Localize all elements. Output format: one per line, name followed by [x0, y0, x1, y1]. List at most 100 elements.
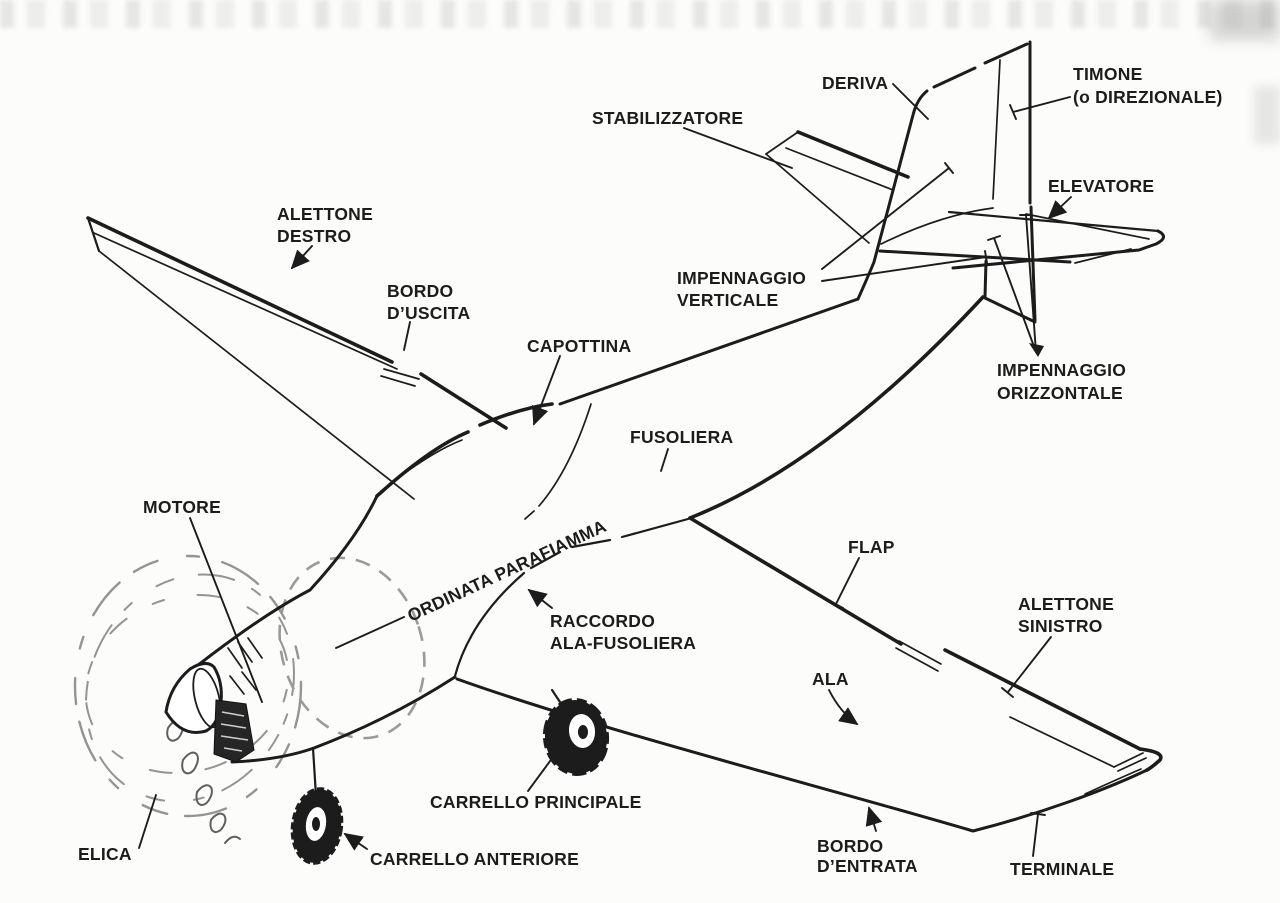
engine-block-grille — [220, 711, 249, 752]
leader-impennaggio-orizzontale — [987, 214, 1037, 353]
leader-motore — [189, 517, 263, 703]
label-ordinata-parafiamma: ORDINATA PARAFIAMMA — [404, 516, 609, 626]
canopy-outline — [375, 402, 554, 498]
label-elica: ELICA — [78, 844, 132, 864]
label-terminale: TERMINALE — [1010, 859, 1114, 879]
right-stab-leading-edge — [947, 210, 1160, 233]
left-wing-flap-trailing-edge — [688, 516, 903, 646]
scan-smudge-right-edge — [1254, 86, 1280, 144]
leader-elica — [138, 794, 157, 849]
left-stab-leading-edge — [765, 153, 870, 244]
left-aileron-end-ticks — [1113, 752, 1147, 772]
horizontal-tail — [765, 130, 1165, 270]
spinner-backplate — [192, 667, 222, 729]
leader-flap — [828, 557, 860, 609]
nose-section — [164, 637, 263, 763]
leader-impennaggio-orizzontale-arrowhead — [1029, 343, 1044, 357]
label-stabilizzatore: STABILIZZATORE — [592, 108, 743, 128]
left-aileron-gap-ticks — [895, 640, 942, 672]
leader-elevatore — [1047, 196, 1072, 220]
left-wing-tip-outline — [1138, 747, 1163, 772]
leader-timone — [1009, 96, 1071, 120]
rudder-hinge-line — [992, 59, 1001, 200]
leader-stabilizzatore — [683, 127, 793, 169]
leader-alettone-sinistro — [1001, 636, 1052, 698]
leader-carrello-principale — [527, 752, 557, 792]
fuselage-bottom-front — [230, 675, 457, 764]
leader-raccordo — [527, 588, 553, 609]
firewall-dashed-outline — [278, 556, 426, 740]
label-carrello-principale: CARRELLO PRINCIPALE — [430, 792, 642, 812]
labels: DERIVA TIMONE(o DIREZIONALE) STABILIZZAT… — [78, 64, 1223, 879]
right-elevator-hinge — [1025, 213, 1150, 240]
right-wing — [86, 216, 508, 500]
left-stab-tip — [765, 131, 799, 155]
leader-ala — [828, 689, 859, 726]
right-wing-leading-edge — [98, 250, 415, 500]
leader-impennaggio-verticale — [821, 162, 988, 282]
wing-root-fillet-curve — [453, 517, 690, 678]
propeller-blur-disc — [73, 554, 303, 818]
leader-alettone-destro — [290, 245, 313, 270]
windshield-frame-line — [397, 439, 463, 479]
fuselage-bottom-rear — [688, 295, 985, 520]
engine-block — [213, 699, 255, 763]
nose-wheel-axle — [312, 817, 320, 831]
label-fusoliera: FUSOLIERA — [630, 427, 733, 447]
left-wing — [455, 516, 1163, 833]
fin-leading-edge-dashes — [932, 42, 1029, 89]
fin-leading-edge — [856, 89, 929, 301]
label-ala: ALA — [812, 669, 849, 689]
main-landing-gear — [542, 688, 610, 776]
left-wing-tip-inner-line — [1084, 768, 1142, 795]
label-carrello-anteriore: CARRELLO ANTERIORE — [370, 849, 579, 869]
scan-smudge-top-right — [1210, 0, 1280, 40]
right-stab-tip-and-bottom — [951, 229, 1165, 270]
right-aileron-gap-ticks — [380, 368, 420, 387]
right-stab-root-fillet — [880, 207, 994, 245]
rudder-lower-section — [981, 205, 1037, 324]
label-flap: FLAP — [848, 537, 895, 557]
right-stab-tip-detail — [1074, 248, 1132, 264]
right-wing-trailing-edge — [86, 216, 394, 364]
leader-terminale — [1030, 812, 1046, 857]
cockpit-rear-curve — [524, 403, 592, 520]
nose-landing-gear — [290, 746, 344, 865]
leader-ordinata-parafiamma — [335, 616, 405, 649]
label-capottina: CAPOTTINA — [527, 336, 631, 356]
fuselage-spine — [558, 297, 860, 406]
left-elevator-hinge — [785, 147, 894, 191]
leader-deriva — [892, 83, 929, 120]
leader-lines — [138, 83, 1072, 857]
engine-hatch-lines — [227, 637, 263, 695]
leader-bordo-uscita — [403, 321, 411, 351]
label-elevatore: ELEVATORE — [1048, 176, 1154, 196]
label-timone: TIMONE(o DIREZIONALE) — [1073, 64, 1223, 107]
right-wing-tip — [86, 216, 101, 253]
scan-bleedthrough-band — [0, 0, 1280, 28]
vertical-tail — [856, 40, 1037, 324]
leader-carrello-anteriore — [343, 832, 368, 851]
left-aileron-forward-edge — [1009, 716, 1115, 768]
label-deriva: DERIVA — [822, 73, 888, 93]
left-stab-trailing-edge — [796, 130, 910, 179]
leader-capottina — [532, 355, 561, 426]
main-gear-strut — [550, 688, 562, 704]
left-aileron-trailing-edge — [943, 648, 1142, 751]
leader-fusoliera — [660, 448, 669, 472]
leader-bordo-entrata — [865, 806, 883, 832]
propeller-spinner — [164, 662, 223, 734]
airframe — [86, 40, 1165, 865]
cowl-top-line — [182, 494, 379, 678]
right-aileron-hinge-line — [93, 232, 398, 370]
main-wheel-axle — [578, 725, 588, 739]
